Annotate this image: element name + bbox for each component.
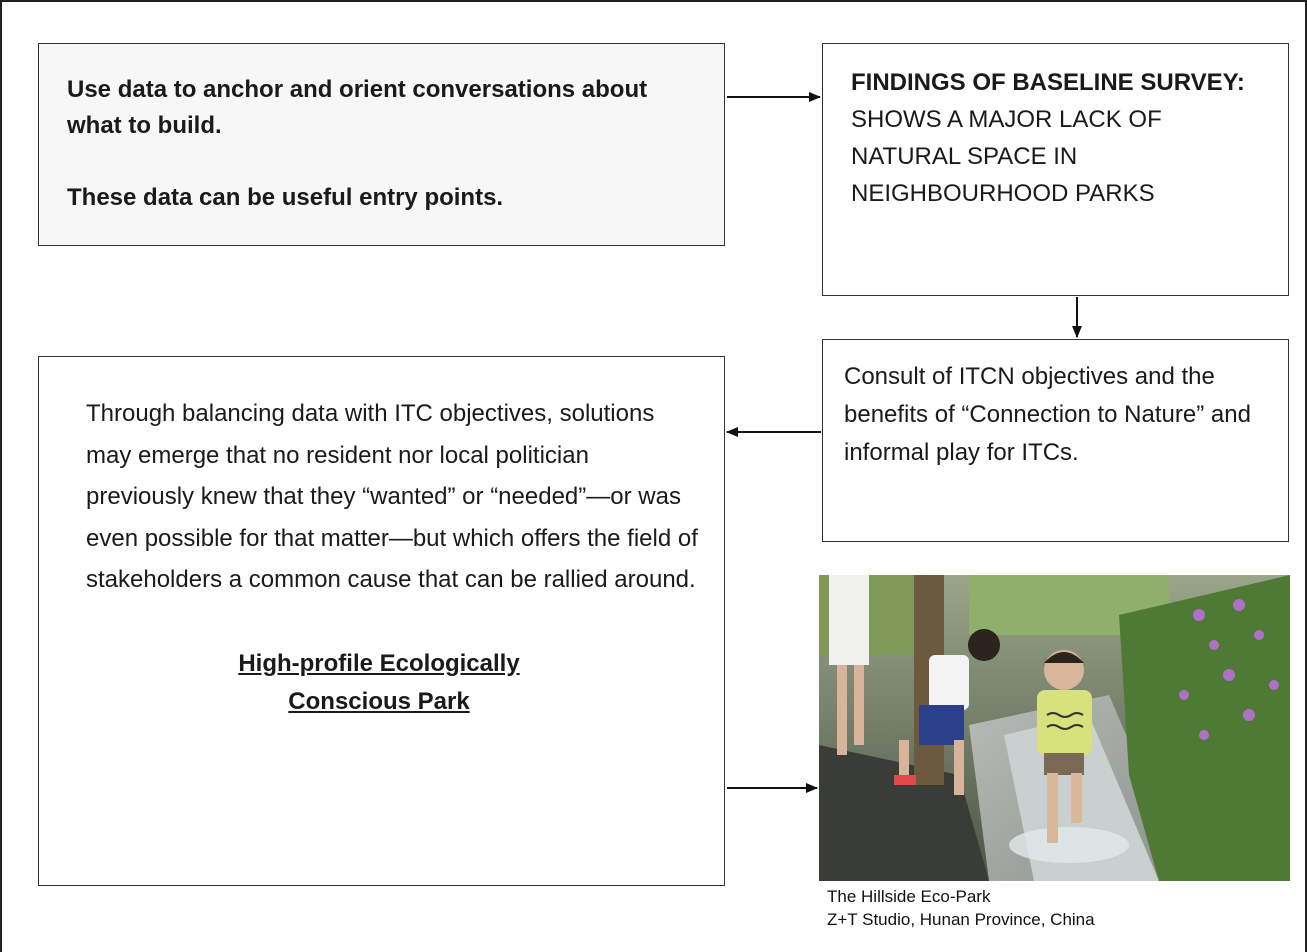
data-anchor-box: Use data to anchor and orient conversati… <box>38 43 725 246</box>
photo-caption-title: The Hillside Eco-Park <box>827 887 991 906</box>
baseline-findings-body: SHOWS A MAJOR LACK OF NATURAL SPACE IN N… <box>851 106 1162 207</box>
itcn-objectives-box: Consult of ITCN objectives and the benef… <box>822 339 1289 542</box>
photo-caption-credit: Z+T Studio, Hunan Province, China <box>827 910 1095 929</box>
eco-park-photo-illustration <box>819 575 1290 881</box>
balancing-data-text: Through balancing data with ITC objectiv… <box>86 400 698 593</box>
data-entry-points-text: These data can be useful entry points. <box>67 184 504 211</box>
eco-park-subject-line2: Conscious Park <box>288 687 470 715</box>
itcn-objectives-text: Consult of ITCN objectives and the benef… <box>844 363 1251 466</box>
baseline-findings-box: FINDINGS OF BASELINE SURVEY: SHOWS A MAJ… <box>822 43 1289 296</box>
eco-park-subject-line1: High-profile Ecologically <box>238 649 520 677</box>
data-anchor-text: Use data to anchor and orient conversati… <box>67 76 648 139</box>
balancing-data-box: Through balancing data with ITC objectiv… <box>38 356 725 886</box>
baseline-findings-title: FINDINGS OF BASELINE SURVEY: <box>851 69 1245 96</box>
eco-park-photo <box>819 575 1290 881</box>
eco-park-subject: High-profile Ecologically Conscious Park <box>86 645 698 721</box>
photo-caption: The Hillside Eco-Park Z+T Studio, Hunan … <box>827 885 1095 931</box>
